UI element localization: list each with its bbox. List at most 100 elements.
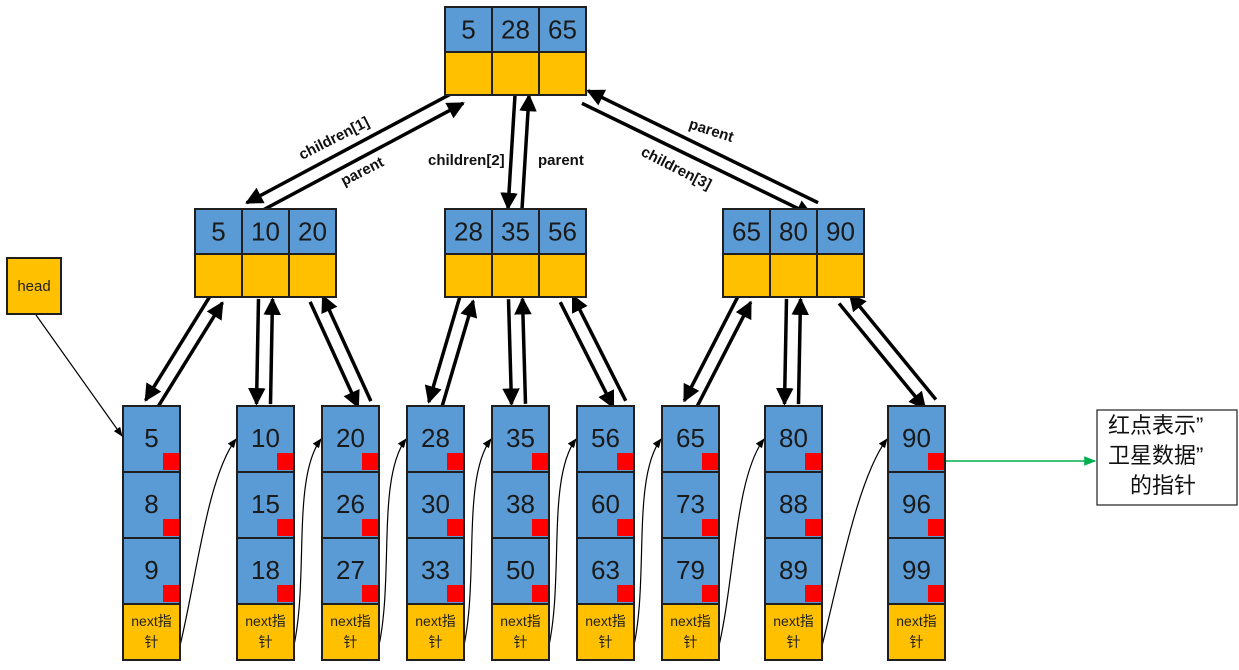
internal-node-2-key: 56 [548,217,577,247]
leaf-key: 5 [144,423,158,453]
internal-node-2-key-cell [491,208,540,255]
head-arrow [35,314,123,437]
next-pointer-cell [661,603,720,661]
leaf-key: 18 [251,555,280,585]
leaf-key: 9 [144,555,158,585]
leaf-key: 27 [336,555,365,585]
inner-2-child-1-up-arrow [440,299,478,407]
leaf-key: 26 [336,489,365,519]
tree-edges [144,89,938,655]
next-pointer-label: 针 [344,634,358,650]
satellite-data-marker [163,453,179,470]
satellite-data-marker [928,585,944,602]
satellite-data-marker [702,585,718,602]
inner-2-child-1-down-arrow [424,296,462,404]
next-pointer-cell [236,603,295,661]
internal-node-2-pointer-cell [538,253,587,298]
internal-node-2-key-cell [444,208,493,255]
satellite-data-marker [362,519,378,536]
inner-3-child-3-down-arrow [837,302,927,410]
next-pointer-cell [122,603,181,661]
root-child-2-up-arrow [519,93,537,210]
satellite-data-marker [702,519,718,536]
label-parent-2: parent [538,152,584,169]
label-parent-1: parent [338,154,387,190]
note-box [1096,409,1238,506]
satellite-data-marker [805,453,821,470]
internal-node-3-key: 90 [826,217,855,247]
inner-1-child-2-down-arrow [248,298,266,406]
inner-3-child-2-up-arrow [791,297,809,405]
next-pointer-label: next指 [500,613,540,629]
next-pointer-arrow [461,438,492,655]
internal-node-1-key: 5 [211,217,225,247]
next-pointer-cell [406,603,465,661]
inner-1-child-3-up-arrow [321,294,373,402]
satellite-data-marker [805,519,821,536]
next-pointer-arrow [819,438,888,655]
internal-node-2-key: 35 [501,217,530,247]
label-children-2: children[2] [428,152,505,169]
internal-node-1-key: 10 [251,217,280,247]
next-pointer-label: next指 [131,613,171,629]
next-pointer-arrow [716,438,765,655]
root-child-1-down-arrow [245,89,458,205]
leaf-key: 15 [251,489,280,519]
internal-node-1-pointer-cell [241,253,290,298]
note-line-3: 的指针 [1130,473,1196,498]
inner-1-child-3-down-arrow [308,301,360,409]
inner-1-child-1-down-arrow [144,294,213,402]
satellite-data-marker [447,519,463,536]
satellite-data-marker [163,585,179,602]
leaf-key: 28 [421,423,450,453]
satellite-data-marker [805,585,821,602]
next-pointer-label: next指 [896,613,936,629]
next-pointer-cell [491,603,550,661]
root-child-2-down-arrow [500,94,518,211]
inner-2-child-3-down-arrow [558,301,615,409]
next-pointer-label: 针 [514,634,528,650]
internal-node-1-key: 20 [298,217,327,247]
note-line-2: 卫星数据” [1108,443,1203,468]
inner-1-child-1-up-arrow [155,301,224,409]
next-pointer-label: next指 [773,613,813,629]
internal-node-1: 5 10 20 [194,208,337,298]
next-pointer-label: next指 [330,613,370,629]
leaf-key: 63 [591,555,620,585]
leaf-key: 30 [421,489,450,519]
leaf-key: 96 [902,489,931,519]
leaf-key: 35 [506,423,535,453]
next-pointer-cell [887,603,946,661]
head-box [6,257,62,315]
leaf-key: 60 [591,489,620,519]
internal-node-3-pointer-cell [769,253,818,298]
internal-node-3-pointer-cell [816,253,865,298]
inner-1-child-2-up-arrow [263,297,281,405]
root-child-3-up-arrow [586,89,819,205]
inner-2-child-2-down-arrow [502,299,520,406]
leaf-key: 56 [591,423,620,453]
satellite-data-marker [362,585,378,602]
next-pointer-label: 针 [145,634,159,650]
root-node-key: 5 [461,15,475,45]
satellite-data-marker [277,519,293,536]
leaf-key: 38 [506,489,535,519]
next-pointer-label: 针 [787,634,801,650]
satellite-data-marker [532,585,548,602]
satellite-data-marker [447,585,463,602]
root-node-pointer-cell [444,51,493,96]
root-node-key-cell [491,6,540,53]
next-pointer-label: 针 [599,634,613,650]
next-pointer-cell [576,603,635,661]
